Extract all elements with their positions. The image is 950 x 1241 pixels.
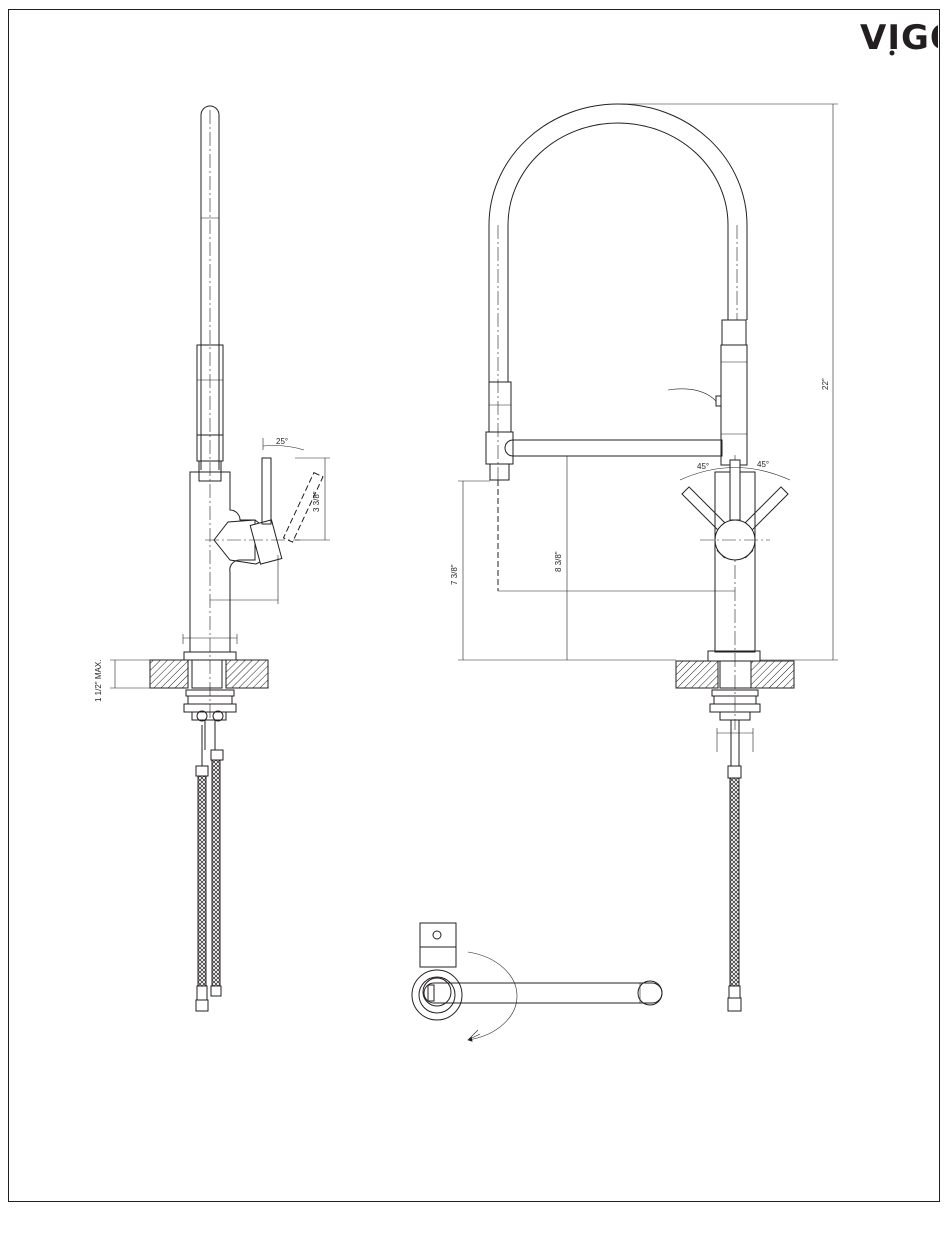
label-spout-height: 8 3/8" (554, 551, 563, 572)
label-handle-height: 3 3/8" (312, 491, 321, 512)
top-handle-lever (420, 923, 456, 947)
side-deck-right (226, 660, 268, 688)
brand-logo-text: VIGO (860, 18, 938, 56)
front-spray-head (486, 432, 513, 464)
label-handle-angle-left: 45° (697, 462, 709, 471)
front-column (721, 345, 747, 465)
front-arc-outer (489, 104, 747, 382)
top-swivel-arrow (468, 952, 517, 1040)
front-spray-collar (489, 382, 511, 432)
label-handle-angle-side: 25° (276, 437, 288, 446)
front-spray-holder (505, 440, 722, 456)
side-hose-1 (198, 776, 206, 986)
label-aerator-height: 7 3/8" (450, 564, 459, 585)
front-hose (730, 778, 739, 986)
side-handle-lever (262, 458, 271, 524)
sheet-border (9, 10, 940, 1202)
top-view (412, 923, 662, 1040)
side-hose-2 (212, 760, 220, 986)
side-deck-left (150, 660, 188, 688)
front-arc-inner (508, 123, 728, 382)
brand-logo-dot (890, 51, 895, 56)
front-deck-left (676, 661, 718, 688)
brand-logo: VIGO (858, 12, 938, 56)
label-deck-thickness: 1 1/2" MAX. (94, 660, 103, 702)
front-deck-right (751, 661, 794, 688)
front-view: 45° 45° 22" 7 3/8" 8 3/8" (450, 104, 838, 1011)
label-handle-angle-right: 45° (757, 460, 769, 469)
label-total-height: 22" (821, 378, 830, 390)
top-spout (424, 983, 662, 1003)
side-view: 25° 3 3/8" 1 1/2" MAX. (94, 106, 330, 1011)
